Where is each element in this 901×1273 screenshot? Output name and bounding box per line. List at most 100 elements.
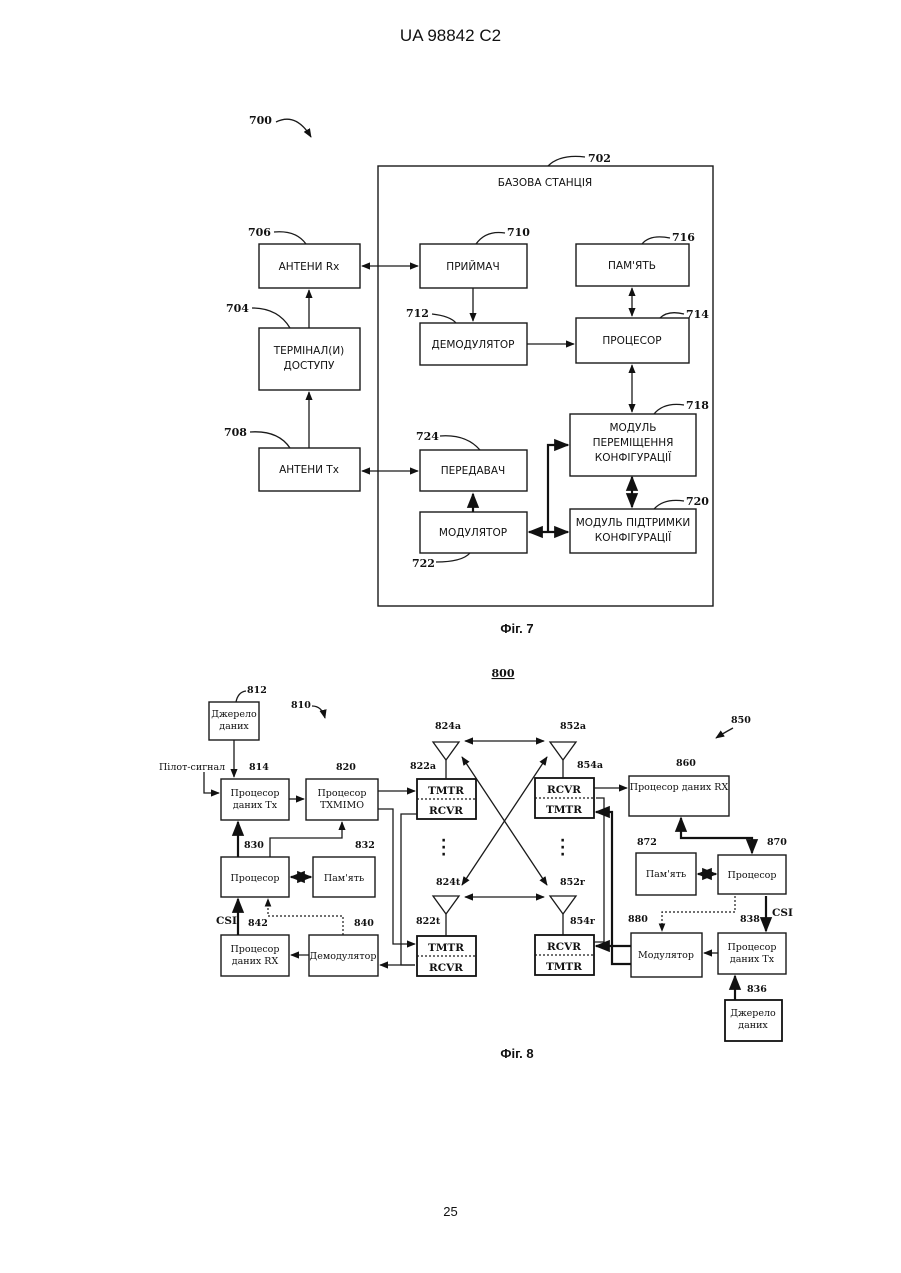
- config-move-line1: МОДУЛЬ: [609, 422, 656, 434]
- ref-712: 712: [406, 307, 429, 320]
- figure-7: 700 БАЗОВА СТАНЦІЯ 702 АНТЕНИ Rx 706 ТЕР…: [224, 114, 713, 636]
- memory-b-label: Пам'ять: [646, 869, 686, 880]
- config-move-line3: КОНФІГУРАЦІЇ: [595, 451, 672, 464]
- transceiver-854r-bottom: TMTR: [546, 961, 582, 973]
- ref-708-leader: [250, 432, 290, 448]
- ref-824t: 824t: [436, 877, 461, 888]
- transceiver-854a-bottom: TMTR: [546, 804, 582, 816]
- ref-820: 820: [336, 762, 356, 773]
- ellipsis-right-3: ·: [560, 847, 565, 863]
- ref-724: 724: [416, 430, 439, 443]
- access-terminal-line2: ДОСТУПУ: [284, 360, 336, 372]
- base-station-title: БАЗОВА СТАНЦІЯ: [498, 177, 592, 189]
- ellipsis-left-3: ·: [441, 847, 446, 863]
- tx-data-processor-a-line1: Процесор: [231, 788, 280, 799]
- ref-722-leader: [436, 553, 470, 562]
- arrow-rx-proc-b-proc-b: [681, 818, 752, 853]
- config-support-module-box: [570, 509, 696, 553]
- ref-822a: 822a: [410, 761, 436, 772]
- ref-720: 720: [686, 495, 709, 508]
- txmimo-line2: TXMIMO: [320, 800, 364, 811]
- ref-706: 706: [248, 226, 271, 239]
- transceiver-854a-top: RCVR: [547, 784, 581, 796]
- rx-data-processor-b-label: Процесор даних RX: [630, 782, 729, 793]
- txmimo-line1: Процесор: [318, 788, 367, 799]
- demodulator-a-label: Демодулятор: [310, 951, 377, 962]
- antenna-tx-label: АНТЕНИ Tx: [279, 464, 339, 476]
- arrow-bus-to-move-module: [548, 445, 568, 532]
- rx-data-processor-a-line1: Процесор: [231, 944, 280, 955]
- ref-712-leader: [432, 314, 456, 323]
- transceiver-854r-top: RCVR: [547, 941, 581, 953]
- antenna-852a-icon: [550, 742, 576, 760]
- modulator-b-label: Модулятор: [638, 950, 694, 961]
- ref-716-leader: [642, 237, 670, 244]
- rx-data-processor-a-line2: даних RX: [232, 956, 279, 967]
- ref-720-leader: [654, 500, 684, 509]
- access-terminal-box: [259, 328, 360, 390]
- transceiver-822a-top: TMTR: [428, 785, 464, 797]
- ref-832: 832: [355, 840, 375, 851]
- ref-812-leader: [236, 691, 246, 702]
- ref-718: 718: [686, 399, 709, 412]
- ref-872: 872: [637, 837, 657, 848]
- pilot-signal-label: Пілот-сигнал: [159, 762, 225, 773]
- ref-716: 716: [672, 231, 695, 244]
- processor-label: ПРОЦЕСОР: [602, 335, 661, 347]
- figure-7-caption: Фіг. 7: [500, 621, 533, 636]
- ref-824a: 824a: [435, 721, 461, 732]
- ref-880: 880: [628, 914, 648, 925]
- ref-850-arrow: [716, 728, 733, 738]
- arrow-modulator-to-854a: [596, 812, 631, 964]
- ref-718-leader: [654, 404, 684, 414]
- arrow-proc-a-to-txmimo: [270, 822, 342, 857]
- ref-706-leader: [274, 232, 306, 244]
- data-source-b-line2: даних: [738, 1020, 768, 1031]
- antenna-rx-label: АНТЕНИ Rx: [279, 261, 340, 273]
- link-854r-to-rx-proc-b: [594, 798, 604, 942]
- transceiver-822t-top: TMTR: [428, 942, 464, 954]
- data-source-a-line2: даних: [219, 721, 249, 732]
- receiver-label: ПРИЙМАЧ: [446, 260, 499, 273]
- ref-700-arrow: [276, 119, 311, 137]
- ref-812: 812: [247, 685, 267, 696]
- processor-b-label: Процесор: [728, 870, 777, 881]
- antenna-824a-icon: [433, 742, 459, 760]
- arrow-proc-b-to-modulator-dotted: [662, 896, 735, 931]
- demodulator-label: ДЕМОДУЛЯТОР: [432, 339, 515, 351]
- tx-data-processor-b-line2: даних Tx: [730, 954, 775, 965]
- arrow-demod-a-to-proc-a-dotted: [268, 899, 343, 935]
- ref-842: 842: [248, 918, 268, 929]
- ref-704: 704: [226, 302, 249, 315]
- ref-704-leader: [252, 308, 290, 328]
- memory-a-label: Пам'ять: [324, 873, 364, 884]
- ref-714-leader: [660, 313, 684, 318]
- figure-8: 800 810 850 Джерело даних 812 Процесор д…: [159, 667, 793, 1061]
- ref-724-leader: [440, 436, 480, 450]
- ref-854r: 854r: [570, 916, 596, 927]
- ref-702: 702: [588, 152, 611, 165]
- ref-708: 708: [224, 426, 247, 439]
- csi-label-left: CSI: [216, 915, 237, 927]
- tx-data-processor-b-line1: Процесор: [728, 942, 777, 953]
- transceiver-822a-bottom: RCVR: [429, 805, 463, 817]
- ref-854a: 854a: [577, 760, 603, 771]
- ref-852a: 852a: [560, 721, 586, 732]
- ref-852r: 852r: [560, 877, 586, 888]
- ref-810-arrow: [312, 706, 325, 718]
- tx-data-processor-a-line2: даних Tx: [233, 800, 278, 811]
- config-support-line1: МОДУЛЬ ПІДТРИМКИ: [576, 517, 691, 529]
- transmitter-label: ПЕРЕДАВАЧ: [441, 465, 505, 477]
- access-terminal-line1: ТЕРМІНАЛ(И): [273, 345, 345, 357]
- config-move-line2: ПЕРЕМІЩЕННЯ: [593, 437, 674, 449]
- antenna-824t-icon: [433, 896, 459, 914]
- data-source-b-line1: Джерело: [730, 1008, 776, 1019]
- ref-702-leader: [548, 156, 585, 166]
- memory-label: ПАМ'ЯТЬ: [608, 260, 656, 272]
- csi-label-right: CSI: [772, 907, 793, 919]
- link-822a-rcvr-to-demod-bus: [401, 814, 417, 965]
- ref-850: 850: [731, 715, 751, 726]
- ref-710-leader: [476, 232, 505, 244]
- config-support-line2: КОНФІГУРАЦІЇ: [595, 531, 672, 544]
